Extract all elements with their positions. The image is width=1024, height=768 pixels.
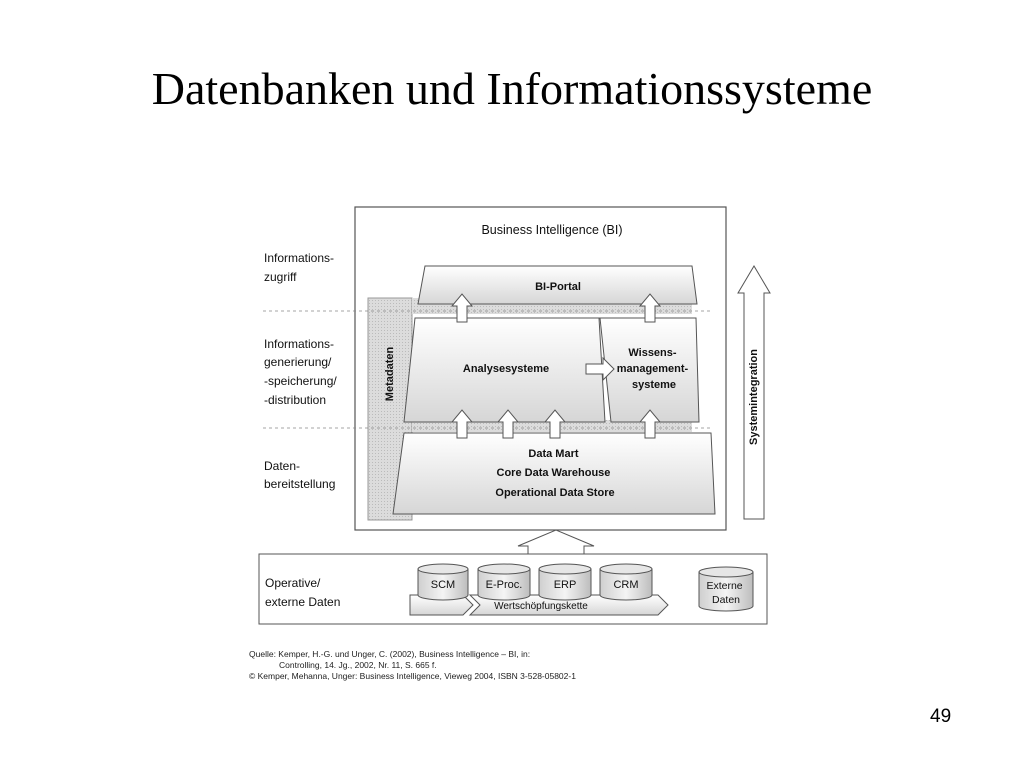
db-label-scm: SCM [431,579,455,591]
value-chain-label: Wertschöpfungskette [494,601,588,612]
slide-title: Datenbanken und Informationssysteme [151,63,873,114]
db-label-external: Externe Daten [706,580,745,606]
data-layer-label: Data Mart Core Data Warehouse Operationa… [495,448,614,499]
analysis-systems-box [403,317,606,423]
up-arrow-data-analysis-3 [543,409,567,439]
up-arrow-knowledge-portal [638,293,662,323]
source-line-1: Quelle: Kemper, H.-G. und Unger, C. (200… [249,649,531,659]
up-arrow-analysis-portal [450,293,474,323]
db-cylinder-erp: ERP [538,563,592,601]
knowledge-management-box [599,317,700,423]
db-cylinder-eproc: E-Proc. [477,563,531,601]
db-cylinder-scm: SCM [417,563,469,601]
source-citation: Quelle: Kemper, H.-G. und Unger, C. (200… [249,649,709,682]
slide-number: 49 [930,706,952,727]
data-layer-box [392,432,716,515]
up-arrow-data-analysis-1 [450,409,474,439]
metadata-label: Metadaten [384,347,396,402]
layer-label-provision: Daten- bereitstellung [264,459,335,491]
up-arrow-data-analysis-2 [496,409,520,439]
bi-title: Business Intelligence (BI) [481,223,622,237]
bi-portal-box [417,265,698,305]
knowledge-management-label: Wissens- management- systeme [617,347,692,391]
source-line-3: © Kemper, Mehanna, Unger: Business Intel… [249,671,576,681]
analysis-systems-label: Analysesysteme [463,363,549,375]
source-line-2: Controlling, 14. Jg., 2002, Nr. 11, S. 6… [279,660,437,670]
bi-portal-label: BI-Portal [535,281,581,293]
db-cylinder-crm: CRM [599,563,653,601]
analysis-to-knowledge-arrow [585,356,615,382]
db-label-crm: CRM [613,579,638,591]
db-label-eproc: E-Proc. [486,579,523,591]
db-cylinder-external: Externe Daten [698,566,754,612]
bi-frame [354,206,727,531]
operative-data-label: Operative/ externe Daten [265,576,340,609]
system-integration-arrow [737,265,771,520]
layer-label-generation: Informations- generierung/ -speicherung/… [264,337,340,407]
layer-label-access: Informations- zugriff [264,251,337,284]
system-integration-label: Systemintegration [748,349,760,445]
up-arrow-data-knowledge [638,409,662,439]
db-label-erp: ERP [554,579,577,591]
